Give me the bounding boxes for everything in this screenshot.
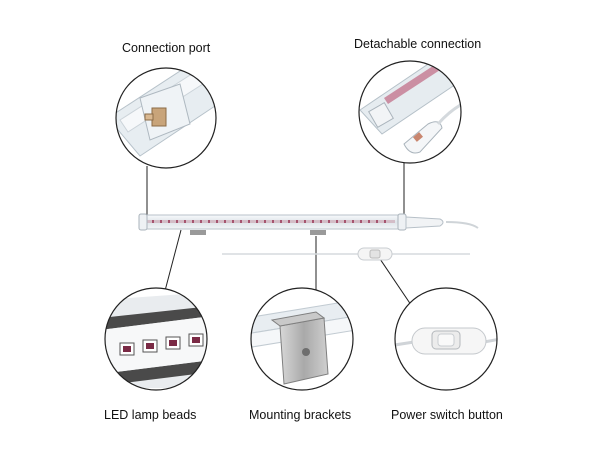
label-power-switch-button: Power switch button — [391, 408, 503, 422]
power-cord — [445, 221, 479, 229]
callout-detachable-connection — [358, 60, 462, 164]
switch-cable — [222, 247, 470, 261]
led-bead-row — [152, 220, 386, 223]
label-detachable-connection: Detachable connection — [354, 37, 482, 51]
end-cap-right — [397, 213, 407, 231]
plug-connector — [405, 216, 444, 229]
label-mounting-brackets: Mounting brackets — [249, 408, 352, 422]
callout-mounting-brackets — [250, 287, 354, 391]
bracket-clip-2 — [310, 230, 326, 235]
callout-led-lamp-beads — [104, 287, 208, 391]
bracket-screw-hole — [302, 348, 310, 356]
end-cap-left — [138, 213, 148, 231]
callout-power-switch-button — [394, 287, 498, 391]
label-connection-port: Connection port — [122, 41, 211, 55]
label-led-lamp-beads: LED lamp beads — [104, 408, 197, 422]
callout-connection-port — [115, 67, 217, 169]
led-bar — [138, 213, 479, 235]
bracket-clip-1 — [190, 230, 206, 235]
